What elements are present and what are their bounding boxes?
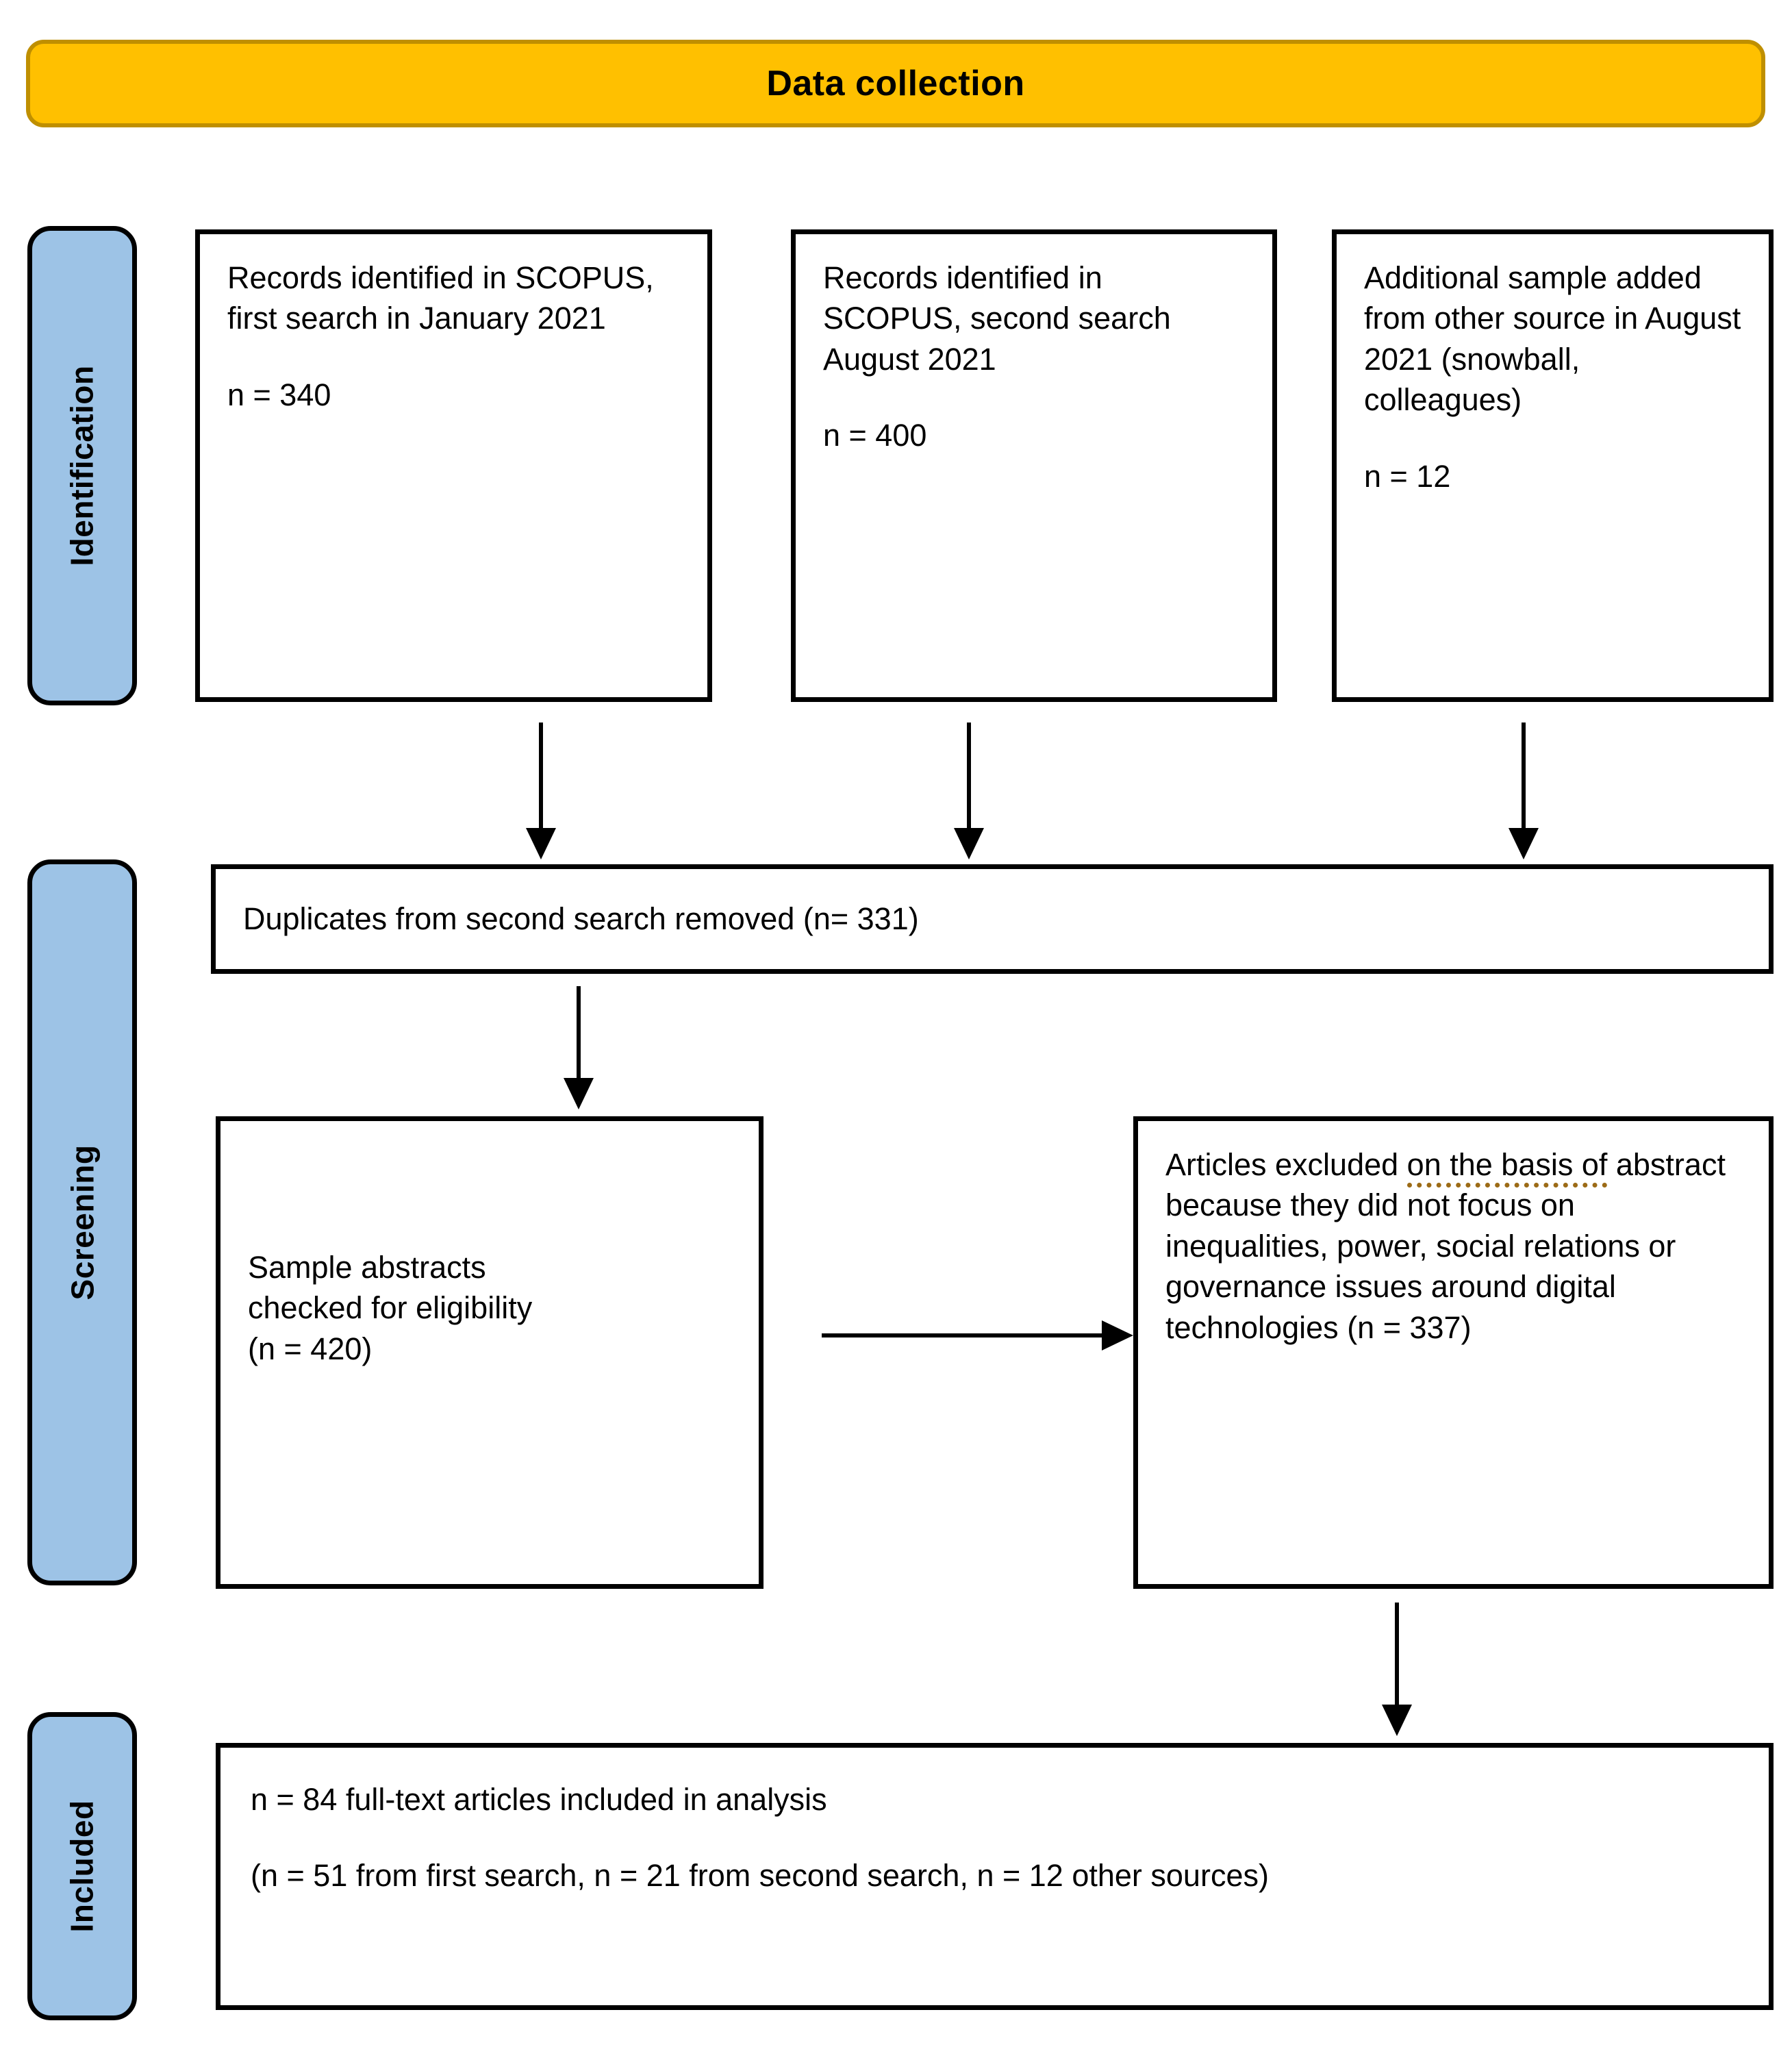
box-included-line1: n = 84 full-text articles included in an… (251, 1782, 827, 1817)
arrow-down-additional-sample-to-duplicates (1506, 723, 1541, 859)
box-records-first-search: Records identified in SCOPUS, first sear… (195, 229, 712, 702)
box-sample-abstracts-line1: Sample abstracts (248, 1250, 486, 1285)
stage-label-screening: Screening (27, 859, 137, 1585)
box-duplicates-removed: Duplicates from second search removed (n… (211, 864, 1774, 974)
stage-label-included-text: Included (64, 1800, 100, 1933)
box-included-line2: (n = 51 from first search, n = 21 from s… (251, 1858, 1269, 1894)
box-additional-sample-text: Additional sample added from other sourc… (1364, 260, 1741, 418)
box-sample-abstracts-line3: (n = 420) (248, 1331, 373, 1366)
box-records-second-search-count: n = 400 (823, 418, 927, 453)
box-sample-abstracts-line2: checked for eligibility (248, 1290, 533, 1326)
box-records-first-search-text: Records identified in SCOPUS, first sear… (227, 260, 654, 336)
data-collection-banner: Data collection (26, 40, 1765, 127)
excluded-prefix: Articles excluded (1165, 1147, 1407, 1182)
banner-title: Data collection (766, 64, 1025, 103)
excluded-suffix: abstract because they did not focus on i… (1165, 1147, 1726, 1345)
stage-label-included: Included (27, 1712, 137, 2020)
arrow-down-duplicates-to-sample-abstracts (561, 986, 596, 1109)
arrow-down-excluded-to-included (1380, 1603, 1414, 1736)
arrow-down-first-search-to-duplicates (524, 723, 558, 859)
arrow-down-second-search-to-duplicates (952, 723, 986, 859)
box-records-second-search: Records identified in SCOPUS, second sea… (791, 229, 1277, 702)
grammar-flagged-phrase: on the basis of (1406, 1147, 1608, 1188)
stage-label-identification-text: Identification (64, 365, 101, 566)
box-included-articles: n = 84 full-text articles included in an… (216, 1743, 1774, 2010)
box-articles-excluded-text: Articles excluded on the basis of abstra… (1165, 1144, 1741, 1348)
stage-label-screening-text: Screening (64, 1144, 101, 1301)
box-additional-sample-count: n = 12 (1364, 458, 1451, 494)
stage-label-identification: Identification (27, 226, 137, 705)
box-duplicates-removed-text: Duplicates from second search removed (n… (243, 901, 919, 937)
box-articles-excluded: Articles excluded on the basis of abstra… (1133, 1116, 1774, 1589)
box-records-second-search-text: Records identified in SCOPUS, second sea… (823, 260, 1171, 377)
box-sample-abstracts: Sample abstracts checked for eligibility… (216, 1116, 764, 1589)
box-additional-sample: Additional sample added from other sourc… (1332, 229, 1774, 702)
box-records-first-search-count: n = 340 (227, 377, 331, 412)
arrow-right-sample-abstracts-to-excluded (822, 1318, 1133, 1353)
